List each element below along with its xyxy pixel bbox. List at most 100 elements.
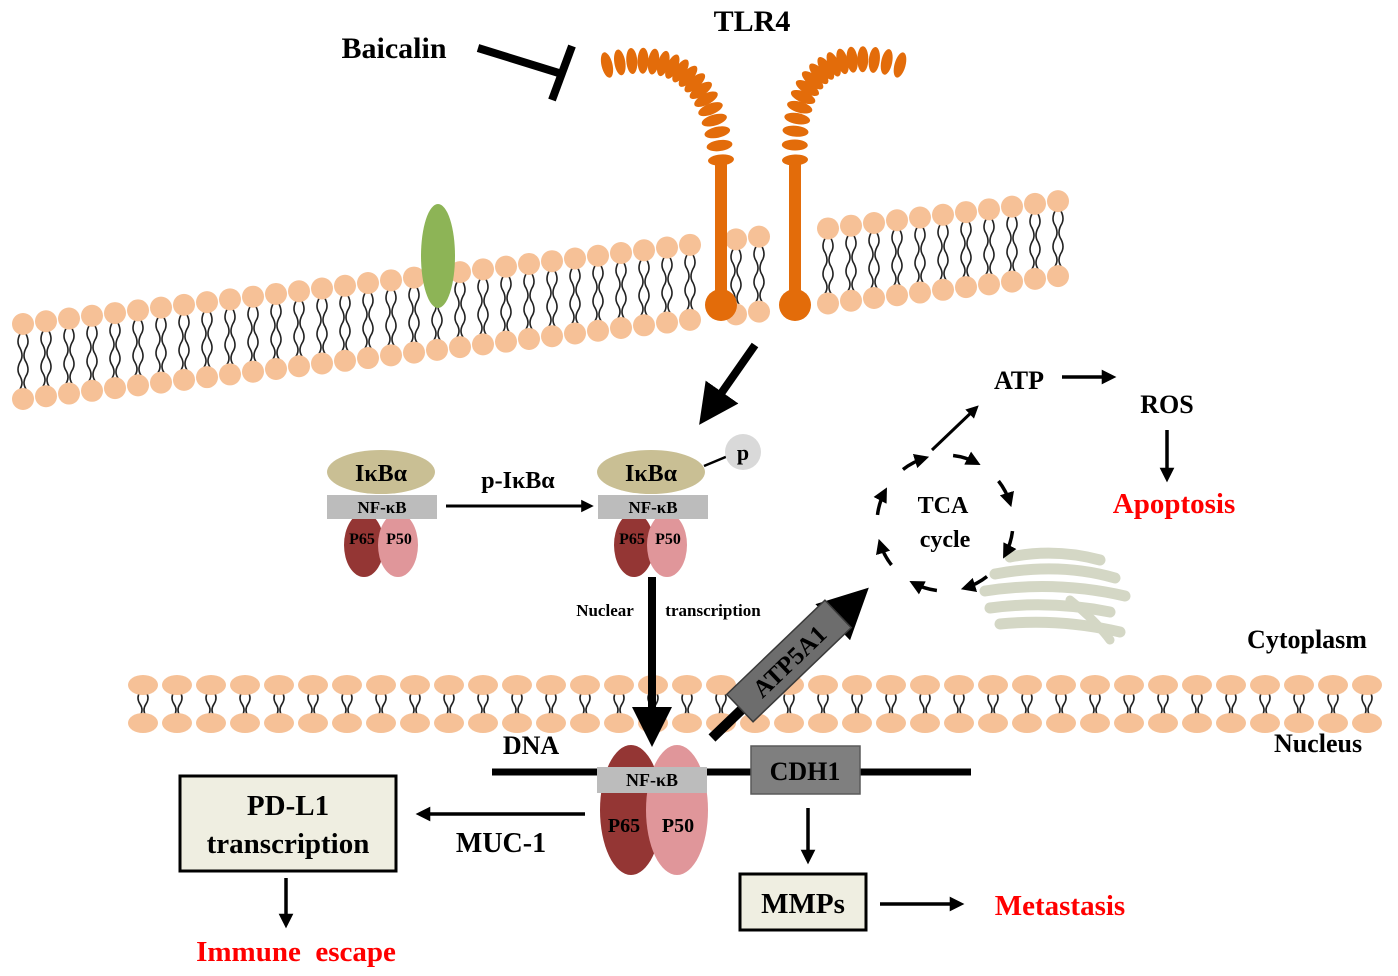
- lipid-head: [541, 325, 563, 348]
- lipid-head: [1012, 713, 1042, 733]
- lipid-head: [587, 244, 609, 267]
- lipid-tail: [414, 287, 420, 344]
- lipid-tail: [454, 281, 460, 338]
- p65-label: P65: [608, 815, 640, 837]
- p65-label: P65: [619, 531, 645, 548]
- nuclear-membrane: [128, 675, 1382, 733]
- lipid-head: [978, 198, 1000, 221]
- lipid-head: [242, 360, 264, 383]
- lipid-tail: [585, 691, 591, 717]
- lipid-tail: [443, 691, 449, 717]
- lipid-tail: [874, 232, 880, 289]
- tlr4-repeat-segment: [857, 46, 869, 73]
- lipid-head: [1318, 713, 1348, 733]
- lipid-tail: [511, 691, 517, 717]
- lipid-tail: [1129, 691, 1135, 717]
- lipid-tail: [1058, 210, 1064, 267]
- lipid-tail: [644, 259, 650, 316]
- tca-cycle-arrow: [952, 451, 981, 465]
- lipid-head: [633, 314, 655, 337]
- tlr4-repeat-segment: [790, 89, 816, 105]
- lipid-tail: [987, 691, 993, 717]
- lipid-tail: [341, 691, 347, 717]
- tlr4-repeat-segment: [782, 154, 808, 166]
- lipid-tail: [230, 309, 236, 365]
- lipid-head: [1216, 713, 1246, 733]
- lipid-tail: [681, 691, 687, 717]
- lipid-tail: [1055, 691, 1061, 717]
- tlr4-label: TLR4: [714, 5, 791, 38]
- lipid-tail: [408, 287, 414, 344]
- lipid-head: [434, 713, 464, 733]
- lipid-head: [1148, 713, 1178, 733]
- lipid-tail: [823, 691, 829, 717]
- nfkb-bar: [327, 495, 437, 519]
- lipid-tail: [1021, 691, 1027, 717]
- lipid-tail: [551, 691, 557, 717]
- lipid-tail: [989, 218, 995, 275]
- lipid-head: [12, 388, 34, 410]
- lipid-head: [196, 675, 226, 695]
- tlr4-repeat-segment: [880, 49, 893, 75]
- tlr4-repeat-segment: [678, 65, 698, 87]
- lipid-tail: [822, 238, 828, 294]
- lipid-tail: [247, 306, 253, 363]
- nucleus-label: Nucleus: [1274, 729, 1362, 758]
- lipid-head: [817, 217, 839, 240]
- lipid-tail: [211, 691, 217, 717]
- phospho-ikb-nfkb-complex: P65 P50 NF-κB IκBα p: [597, 434, 761, 577]
- lipid-tail: [1293, 691, 1299, 717]
- lipid-head: [366, 675, 396, 695]
- lipid-head: [610, 317, 632, 340]
- lipid-head: [58, 307, 80, 330]
- lipid-head: [955, 276, 977, 299]
- lipid-tail: [500, 276, 506, 333]
- lipid-head: [656, 236, 678, 259]
- lipid-tail: [161, 317, 167, 374]
- lipid-tail: [253, 306, 259, 363]
- lipid-tail: [1095, 691, 1101, 717]
- tlr4-repeat-segment: [626, 48, 638, 74]
- tlr4-receptor: [600, 46, 907, 321]
- tlr4-repeat-segment: [781, 139, 808, 151]
- membrane-channel-protein: [421, 204, 455, 308]
- lipid-head: [656, 311, 678, 334]
- lipid-tail: [313, 691, 319, 717]
- lipid-tail: [184, 314, 190, 371]
- lipid-head: [910, 675, 940, 695]
- tca-cycle: [873, 451, 1017, 595]
- lipid-tail: [63, 328, 69, 384]
- lipid-head: [400, 713, 430, 733]
- pdl1-label: PD-L1: [247, 790, 329, 822]
- lipid-head: [536, 675, 566, 695]
- tlr4-repeat-segment: [701, 113, 727, 127]
- lipid-tail: [966, 221, 972, 278]
- lipid-head: [1012, 675, 1042, 695]
- lipid-head: [58, 382, 80, 405]
- lipid-head: [162, 713, 192, 733]
- lipid-tail: [925, 691, 931, 717]
- phosphorylation-label: p-IκBα: [481, 468, 555, 494]
- lipid-tail: [943, 224, 949, 281]
- lipid-head: [978, 713, 1008, 733]
- tlr4-repeat-segment: [787, 100, 813, 114]
- lipid-head: [978, 675, 1008, 695]
- lipid-tail: [1333, 691, 1339, 717]
- lipid-head: [128, 713, 158, 733]
- lipid-head: [863, 211, 885, 234]
- lipid-head: [265, 282, 287, 305]
- lipid-head: [774, 713, 804, 733]
- lipid-head: [380, 344, 402, 367]
- tlr4-stalk-left: [715, 160, 727, 300]
- lipid-head: [468, 675, 498, 695]
- lipid-tail: [851, 691, 857, 717]
- tca-cycle-arrow: [876, 538, 893, 567]
- lipid-tail: [293, 300, 299, 357]
- tlr4-repeat-segment: [836, 48, 849, 75]
- lipid-head: [740, 713, 770, 733]
- tlr4-repeat-segment: [694, 91, 718, 107]
- lipid-head: [472, 333, 494, 356]
- lipid-tail: [17, 333, 23, 390]
- muc1-label: MUC-1: [456, 828, 546, 859]
- lipid-head: [1080, 675, 1110, 695]
